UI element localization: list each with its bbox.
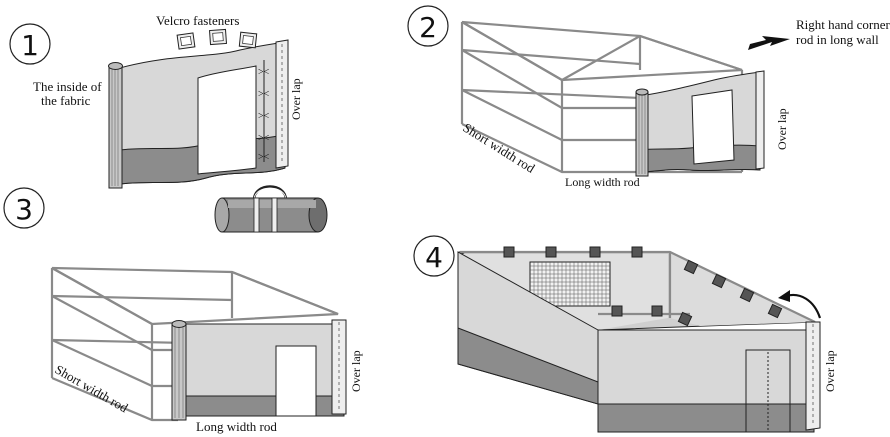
velcro-label: Velcro fasteners <box>156 13 239 28</box>
arrow-icon <box>748 36 790 50</box>
step-4-panel: 4 <box>413 235 837 433</box>
step-1-circle <box>9 23 51 65</box>
mesh-window <box>529 261 611 307</box>
step-1-number: 1 <box>21 29 39 62</box>
overlap-label-4: Over lap <box>823 350 837 392</box>
svg-text:><: >< <box>258 89 270 100</box>
overlap-label-2: Over lap <box>775 108 789 150</box>
overlap-strip-4 <box>805 321 821 431</box>
inside-fabric-label-2: the fabric <box>41 93 91 108</box>
velcro-tabs <box>176 28 258 50</box>
step-4-number: 4 <box>425 241 443 274</box>
svg-text:><: >< <box>258 152 270 163</box>
frame-3 <box>50 266 339 422</box>
velcro-strip: >< >< >< >< >< <box>258 60 270 163</box>
door-opening <box>197 65 257 175</box>
fabric-wall-3-dark <box>179 395 345 417</box>
velcro-tabs-4 <box>503 246 783 327</box>
overlap-label-1: Over lap <box>289 78 303 120</box>
carry-bag <box>214 185 328 233</box>
short-width-rod-label-2: Short width rod <box>460 120 538 176</box>
step-3-number: 3 <box>15 193 33 226</box>
step-1-panel: 1 >< >< >< >< >< <box>9 13 303 189</box>
svg-text:><: >< <box>258 133 270 144</box>
right-corner-label-1: Right hand corner <box>796 17 890 32</box>
right-corner-label-2: rod in long wall <box>796 32 879 47</box>
door-opening-3 <box>275 345 317 417</box>
overlap-strip-2 <box>755 70 765 170</box>
inside-fabric-label-1: The inside of <box>33 79 102 94</box>
front-wall-4-dark <box>597 403 815 433</box>
step-4-circle <box>413 235 455 277</box>
fabric-roll <box>108 65 123 189</box>
step-2-number: 2 <box>419 11 437 44</box>
door-opening-2 <box>691 89 735 165</box>
front-wall-4 <box>597 329 815 405</box>
long-width-rod-label-3: Long width rod <box>196 419 277 434</box>
short-width-rod-label-3: Short width rod <box>53 362 132 416</box>
svg-text:><: >< <box>258 67 270 78</box>
step-3-circle <box>3 187 45 229</box>
svg-text:><: >< <box>258 111 270 122</box>
front-door-4 <box>745 349 791 433</box>
long-width-rod-label-2: Long width rod <box>565 175 640 189</box>
step-3-panel: 3 Ov <box>3 185 363 434</box>
step-2-panel: 2 Right hand corner rod in long wall Ove… <box>407 5 890 189</box>
overlap-label-3: Over lap <box>349 350 363 392</box>
step-2-circle <box>407 5 449 47</box>
fabric-wall-3 <box>179 323 345 397</box>
